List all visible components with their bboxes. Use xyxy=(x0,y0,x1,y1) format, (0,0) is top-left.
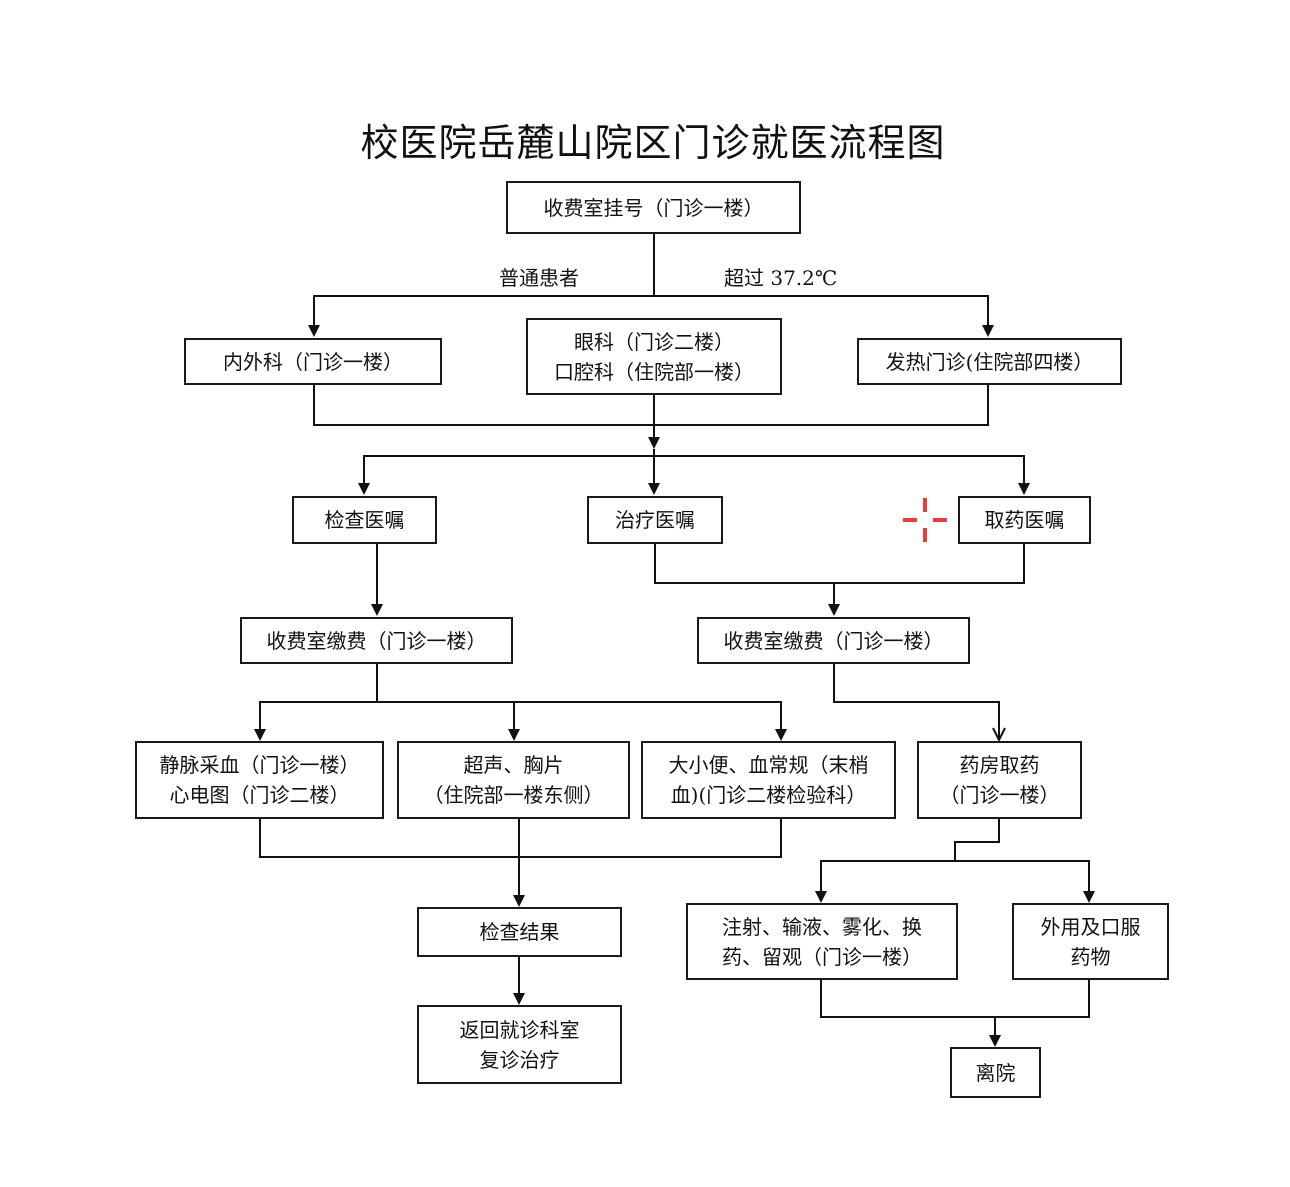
connector xyxy=(820,860,1090,892)
arrowhead xyxy=(513,993,525,1005)
arrowhead xyxy=(648,437,660,449)
arrowhead xyxy=(775,729,787,741)
node-text: 药物 xyxy=(1070,944,1111,969)
node-discharge[interactable]: 离院 xyxy=(950,1047,1041,1098)
arrowhead xyxy=(254,729,266,741)
node-fever-clinic[interactable]: 发热门诊(住院部四楼） xyxy=(857,338,1122,385)
crosshair-icon xyxy=(903,498,947,542)
arrowhead xyxy=(308,325,320,337)
connector xyxy=(820,979,1090,1018)
node-eye-dental[interactable]: 眼科（门诊二楼） 口腔科（住院部一楼） xyxy=(526,318,782,395)
node-ultrasound[interactable]: 超声、胸片 （住院部一楼东侧） xyxy=(397,741,630,819)
node-text: 大小便、血常规（末梢 xyxy=(668,753,869,777)
node-exam-result[interactable]: 检查结果 xyxy=(417,907,622,957)
arrowhead xyxy=(828,604,840,616)
arrowhead xyxy=(648,483,660,495)
label-fever-threshold: 超过 37.2℃ xyxy=(724,266,838,290)
node-text: （门诊一楼） xyxy=(939,783,1060,807)
connector xyxy=(654,544,1025,584)
node-text: 收费室挂号（门诊一楼） xyxy=(543,195,764,220)
node-text: 取药医嘱 xyxy=(984,508,1065,532)
node-text: 复诊治疗 xyxy=(479,1047,560,1072)
arrowhead xyxy=(989,1035,1001,1047)
arrowhead xyxy=(815,891,827,903)
connector xyxy=(954,818,1000,861)
arrowhead xyxy=(1018,483,1030,495)
node-return-clinic[interactable]: 返回就诊科室 复诊治疗 xyxy=(417,1005,622,1084)
node-text: 收费室缴费（门诊一楼） xyxy=(723,628,944,653)
node-treatment-order[interactable]: 治疗医嘱 xyxy=(587,496,723,544)
arrowhead xyxy=(1083,891,1095,903)
node-text: （住院部一楼东侧） xyxy=(423,783,604,807)
arrowhead xyxy=(371,604,383,616)
connector xyxy=(833,663,1000,740)
arrowhead xyxy=(982,325,994,337)
connector xyxy=(992,727,1006,743)
node-text: 检查医嘱 xyxy=(324,508,405,532)
connector xyxy=(259,818,782,858)
node-blood-ecg[interactable]: 静脉采血（门诊一楼） 心电图（门诊二楼） xyxy=(135,741,384,819)
node-medicine-order[interactable]: 取药医嘱 xyxy=(958,496,1091,544)
node-text: 返回就诊科室 xyxy=(459,1017,580,1042)
node-exam-order[interactable]: 检查医嘱 xyxy=(292,496,437,544)
arrowhead xyxy=(513,895,525,907)
node-text: 检查结果 xyxy=(479,920,560,944)
node-text: 外用及口服 xyxy=(1040,914,1141,939)
node-lab[interactable]: 大小便、血常规（末梢 血)(门诊二楼检验科） xyxy=(641,741,896,819)
node-text: 血)(门诊二楼检验科） xyxy=(670,783,867,807)
node-text: 收费室缴费（门诊一楼） xyxy=(266,628,487,653)
node-text: 静脉采血（门诊一楼） xyxy=(159,753,360,777)
arrowhead xyxy=(508,729,520,741)
node-text: 药房取药 xyxy=(959,753,1040,777)
node-internal-surgery[interactable]: 内外科（门诊一楼） xyxy=(184,338,442,385)
node-text: 离院 xyxy=(975,1060,1016,1085)
node-text: 口腔科（住院部一楼） xyxy=(554,359,754,384)
node-external-oral[interactable]: 外用及口服 药物 xyxy=(1012,903,1169,980)
node-text: 治疗医嘱 xyxy=(615,508,695,532)
node-pharmacy[interactable]: 药房取药 （门诊一楼） xyxy=(917,741,1082,819)
page-title: 校医院岳麓山院区门诊就医流程图 xyxy=(360,121,946,165)
node-text: 药、留观（门诊一楼） xyxy=(722,944,922,969)
node-text: 注射、输液、雾化、换 xyxy=(722,914,922,939)
node-payment-left[interactable]: 收费室缴费（门诊一楼） xyxy=(240,617,513,664)
node-payment-right[interactable]: 收费室缴费（门诊一楼） xyxy=(697,617,970,664)
node-text: 内外科（门诊一楼） xyxy=(223,349,403,374)
label-normal-patient: 普通患者 xyxy=(499,266,579,290)
node-registration[interactable]: 收费室挂号（门诊一楼） xyxy=(506,181,801,234)
node-text: 眼科（门诊二楼） xyxy=(574,329,734,354)
connector xyxy=(363,455,1025,485)
node-text: 超声、胸片 xyxy=(463,753,564,777)
connector xyxy=(259,701,782,730)
node-text: 心电图（门诊二楼） xyxy=(169,783,350,807)
node-text: 发热门诊(住院部四楼） xyxy=(885,349,1094,374)
arrowhead xyxy=(358,483,370,495)
node-injection[interactable]: 注射、输液、雾化、换 药、留观（门诊一楼） xyxy=(686,903,958,980)
